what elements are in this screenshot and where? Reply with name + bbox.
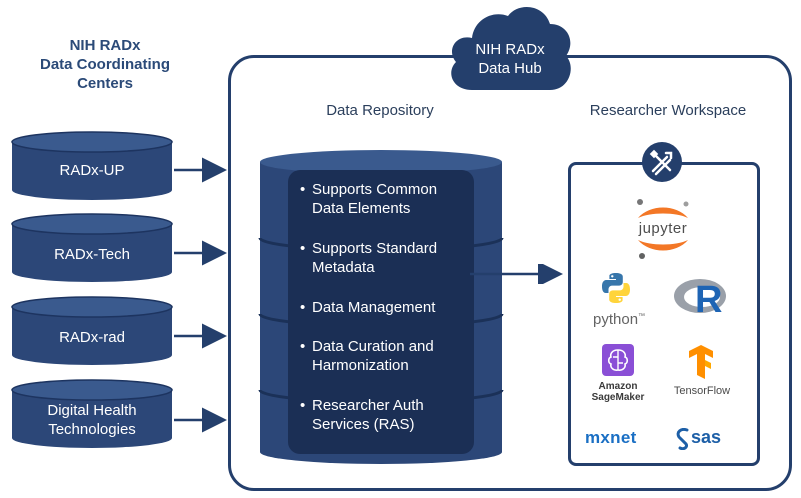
repository-feature: Supports Common Data Elements bbox=[300, 180, 472, 218]
center-arrows bbox=[174, 157, 227, 433]
feature-line2: Data Elements bbox=[312, 200, 411, 217]
center-label-line1: RADx-rad bbox=[59, 329, 125, 346]
repository-feature: Data Curation and Harmonization bbox=[300, 337, 472, 375]
sas-label: sas bbox=[691, 427, 722, 447]
cylinder-shape bbox=[11, 213, 173, 282]
left-title-line1: NIH RADx bbox=[69, 37, 141, 54]
left-title: NIH RADx Data Coordinating Centers bbox=[10, 36, 200, 93]
tools-icon bbox=[642, 142, 682, 182]
repository-feature: Data Management bbox=[300, 298, 472, 317]
repository-title: Data Repository bbox=[326, 102, 434, 119]
r-logo-icon bbox=[674, 279, 726, 313]
cylinder-shape bbox=[11, 379, 173, 448]
feature-line1: Researcher Auth bbox=[312, 397, 424, 414]
left-title-line2: Data Coordinating bbox=[40, 56, 170, 73]
cloud-icon bbox=[451, 6, 571, 90]
center-label-line1: RADx-UP bbox=[59, 162, 125, 179]
sagemaker-logo-icon bbox=[602, 344, 634, 376]
repository-feature: Researcher Auth Services (RAS) bbox=[300, 396, 472, 434]
feature-line2: Harmonization bbox=[312, 357, 409, 374]
feature-line2: Services (RAS) bbox=[312, 416, 415, 433]
mxnet-logo: mxnet bbox=[585, 428, 637, 447]
tensorflow-logo-icon bbox=[689, 345, 713, 379]
hub-label-line1: NIH RADx bbox=[475, 41, 545, 58]
left-title-line3: Centers bbox=[77, 75, 133, 92]
sagemaker-label-line1: Amazon bbox=[598, 381, 638, 392]
sagemaker-label: Amazon SageMaker bbox=[588, 381, 648, 403]
repository-to-workspace-arrow bbox=[470, 264, 563, 284]
center-label-line2: Technologies bbox=[48, 421, 136, 438]
python-trademark: ™ bbox=[638, 313, 646, 320]
python-text: python bbox=[593, 311, 639, 328]
jupyter-label: jupyter bbox=[638, 220, 688, 237]
feature-line1: Supports Common bbox=[312, 181, 438, 198]
center-cylinder-radx-tech: RADx-Tech bbox=[10, 212, 174, 284]
sagemaker-label-line2: SageMaker bbox=[591, 392, 645, 403]
hub-label-line2: Data Hub bbox=[478, 60, 542, 77]
workspace-title: Researcher Workspace bbox=[589, 102, 747, 119]
jupyter-logo-icon bbox=[637, 199, 689, 259]
hub-label: NIH RADx Data Hub bbox=[442, 40, 578, 78]
sas-logo-icon bbox=[676, 428, 689, 450]
feature-line2: Metadata bbox=[312, 259, 375, 276]
cylinder-shape bbox=[11, 296, 173, 365]
feature-line1: Data Management bbox=[312, 299, 436, 316]
cylinder-shape bbox=[11, 131, 173, 200]
repository-feature: Supports Standard Metadata bbox=[300, 239, 472, 277]
center-cylinder-radx-rad: RADx-rad bbox=[10, 295, 174, 367]
center-label-line1: Digital Health bbox=[47, 402, 137, 419]
tensorflow-label: TensorFlow bbox=[673, 385, 731, 397]
python-label: python™ bbox=[593, 311, 645, 328]
center-label-line1: RADx-Tech bbox=[54, 246, 130, 263]
center-cylinder-radx-up: RADx-UP bbox=[10, 130, 174, 202]
center-cylinder-digital-health: Digital Health Technologies bbox=[10, 378, 174, 450]
feature-line1: Supports Standard bbox=[312, 240, 438, 257]
feature-line1: Data Curation and bbox=[312, 338, 434, 355]
r-label: R bbox=[695, 279, 723, 321]
python-logo-icon bbox=[602, 273, 630, 303]
